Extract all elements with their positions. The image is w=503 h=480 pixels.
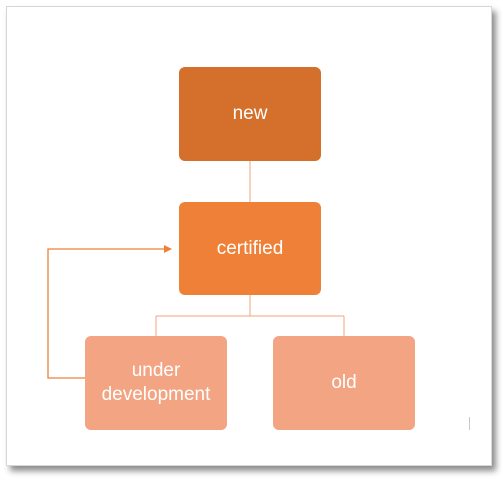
node-new: new bbox=[179, 67, 321, 161]
node-certified-label: certified bbox=[216, 237, 284, 259]
node-new-label: new bbox=[232, 103, 268, 124]
corner-tick bbox=[469, 417, 470, 430]
node-old: old bbox=[273, 336, 415, 430]
node-certified: certified bbox=[179, 202, 321, 295]
node-under-development: under development bbox=[85, 336, 227, 430]
node-old-label: old bbox=[331, 372, 357, 393]
feedback-arrow bbox=[47, 245, 172, 379]
node-under-development-label: under development bbox=[101, 360, 211, 405]
